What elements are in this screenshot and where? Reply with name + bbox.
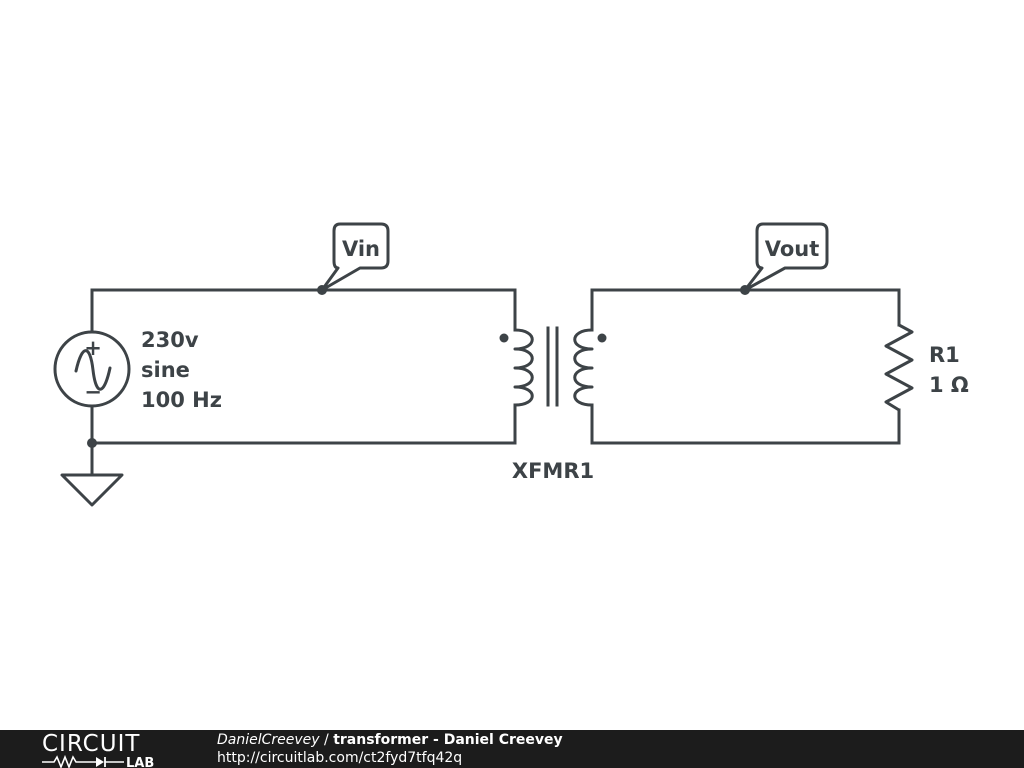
author-link[interactable]: DanielCreevey: [217, 732, 320, 748]
sine-voltage-source[interactable]: + −: [53, 330, 131, 408]
transformer-xfmr1[interactable]: [499, 326, 607, 407]
logo-diode-icon: [96, 757, 104, 767]
source-plus-sign: +: [84, 336, 102, 360]
source-waveform-label: sine: [141, 358, 190, 382]
resistor-name-label: R1: [929, 343, 960, 367]
resistor-r1[interactable]: [884, 323, 914, 412]
secondary-top-wire: [590, 288, 901, 332]
logo-resistor-icon: [42, 754, 96, 768]
circuitlab-logo[interactable]: CIRCUIT LAB: [40, 730, 180, 768]
primary-junction: [87, 438, 97, 448]
primary-polarity-dot: [499, 333, 509, 343]
secondary-coil-icon: [573, 328, 594, 407]
circuit-credit: DanielCreevey / transformer - Daniel Cre…: [217, 731, 563, 767]
footer-bar: CIRCUIT LAB DanielCreevey / transformer …: [0, 730, 1024, 768]
primary-bottom-wire: [90, 403, 517, 445]
source-circle: [53, 330, 131, 408]
vin-probe-flag: [320, 222, 390, 292]
secondary-polarity-dot: [597, 333, 607, 343]
credit-line: DanielCreevey / transformer - Daniel Cre…: [217, 731, 563, 749]
logo-top-text: CIRCUIT: [42, 731, 140, 757]
sine-wave-icon: [74, 349, 112, 391]
vout-probe-label: Vout: [765, 237, 820, 261]
ground-icon[interactable]: [60, 473, 124, 507]
source-minus-sign: −: [84, 380, 102, 404]
primary-circuit: [87, 288, 517, 477]
logo-bottom-text: LAB: [126, 756, 154, 768]
vout-probe-flag: [743, 222, 829, 292]
secondary-bottom-wire: [590, 403, 901, 445]
primary-top-wire: [90, 288, 517, 334]
source-voltage-label: 230v: [141, 328, 199, 352]
circuit-title: transformer - Daniel Creevey: [333, 732, 563, 748]
vin-probe-label: Vin: [342, 237, 380, 261]
resistor-value-label: 1 Ω: [929, 373, 969, 397]
primary-coil-icon: [513, 328, 534, 407]
credit-separator: /: [319, 732, 334, 748]
vout-probe[interactable]: Vout: [740, 222, 829, 295]
vin-probe[interactable]: Vin: [317, 222, 390, 295]
source-frequency-label: 100 Hz: [141, 388, 222, 412]
circuit-url[interactable]: http://circuitlab.com/ct2fyd7tfq42q: [217, 750, 463, 766]
secondary-circuit: [590, 288, 901, 445]
transformer-label: XFMR1: [512, 459, 594, 483]
